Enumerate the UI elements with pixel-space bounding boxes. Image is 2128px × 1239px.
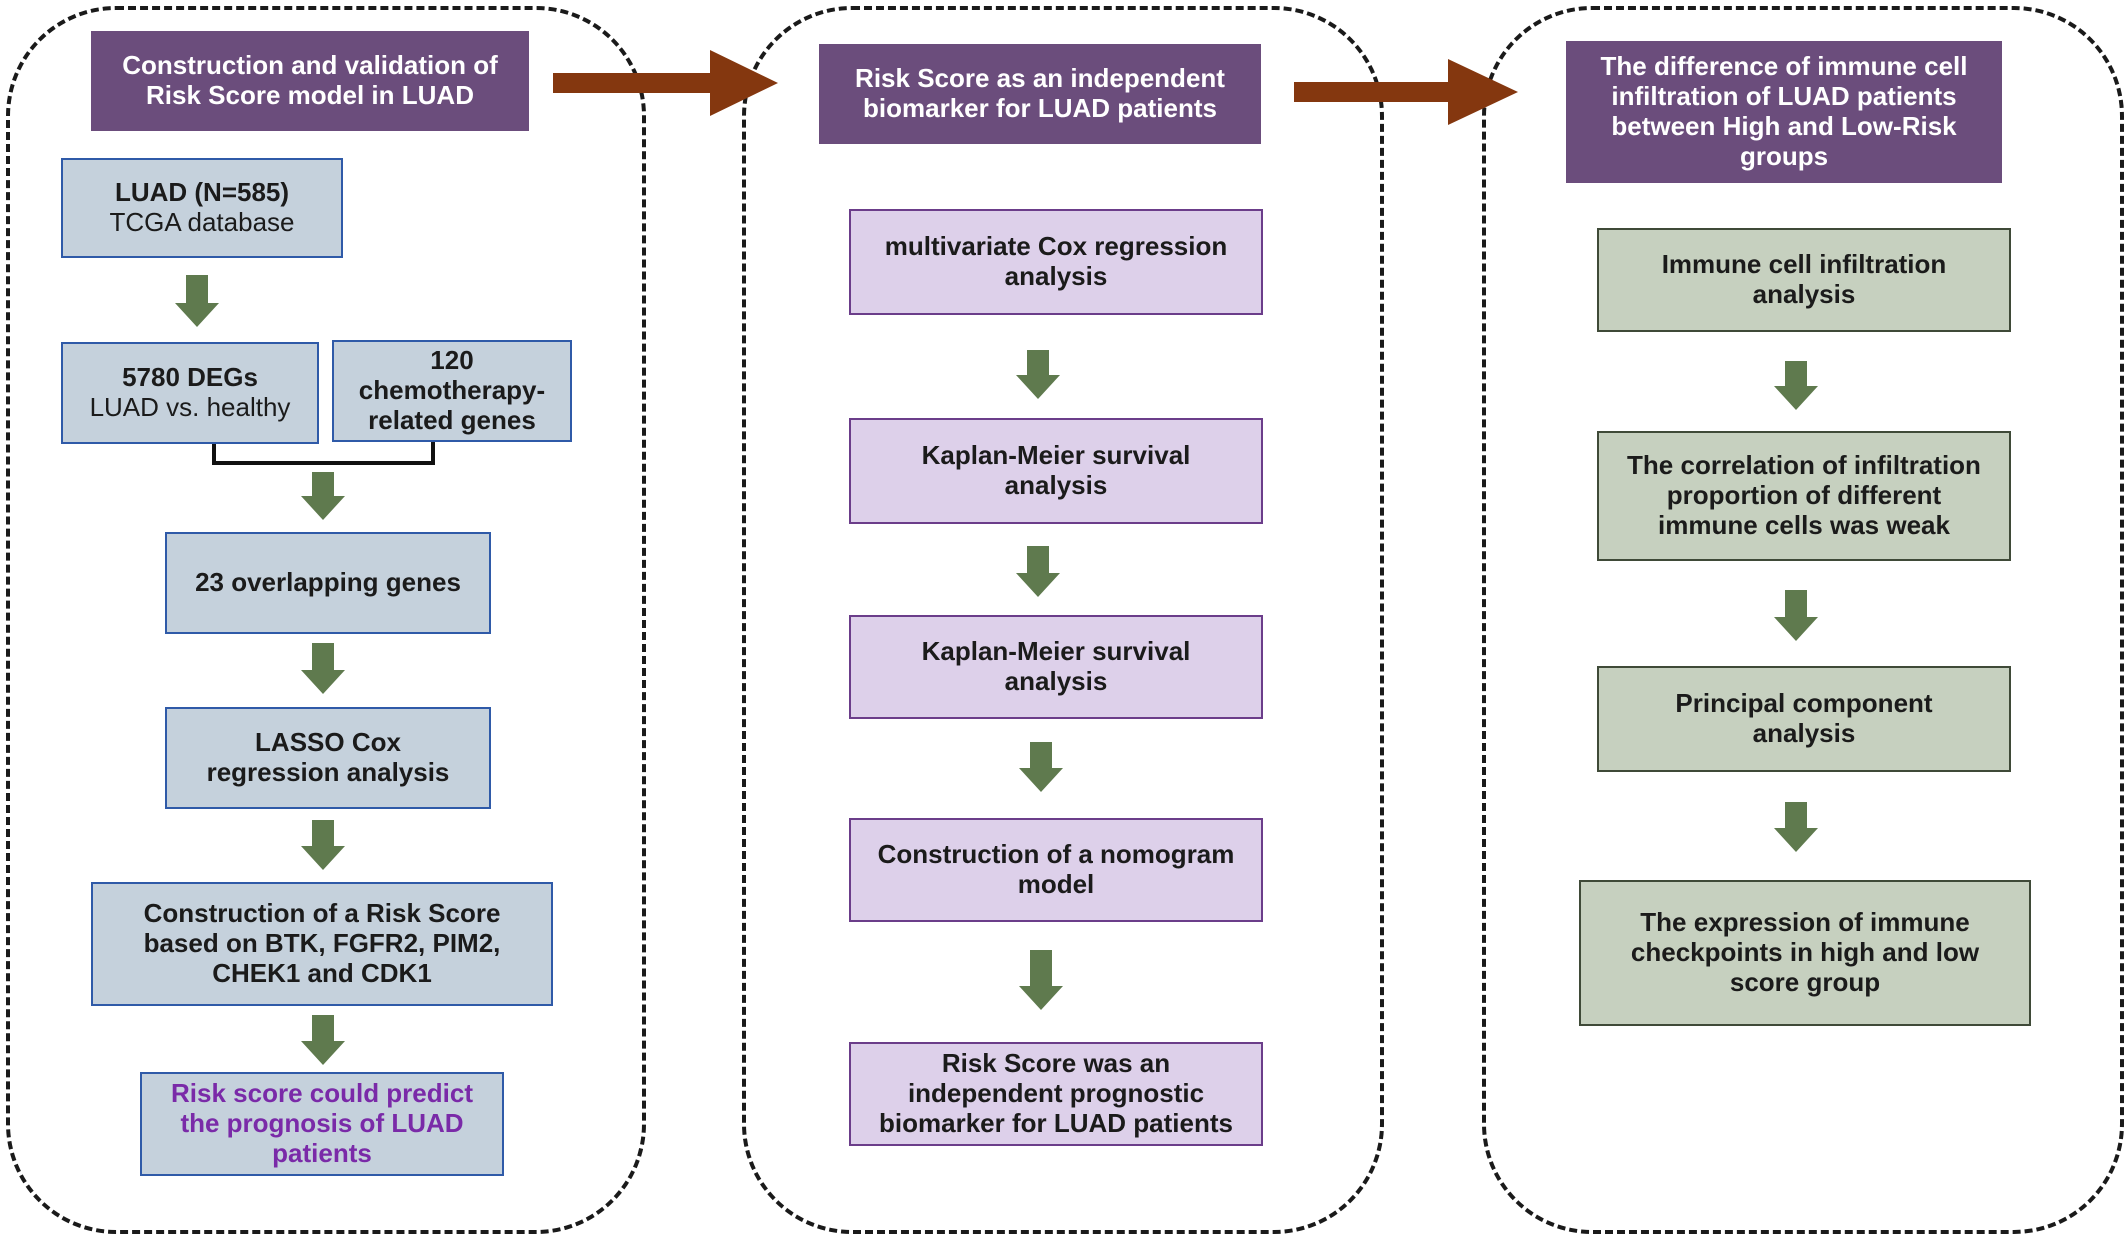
down-arrow-10 [1774,361,1818,410]
degs-title: 5780 DEGs [122,362,258,393]
pca-box: Principal component analysis [1597,666,2011,772]
down-arrow-11 [1774,590,1818,641]
panel-risk-score-model [6,6,646,1234]
down-arrow-5 [301,1015,345,1065]
infiltration-correlation-box: The correlation of infiltration proporti… [1597,431,2011,561]
immune-checkpoints-box: The expression of immune checkpoints in … [1579,880,2031,1026]
risk-score-construction-box: Construction of a Risk Score based on BT… [91,882,553,1006]
panel-immune-infiltration [1482,6,2124,1234]
panel1-header: Construction and validation of Risk Scor… [91,31,529,131]
degs-subtitle: LUAD vs. healthy [89,392,291,422]
down-arrow-8 [1019,742,1063,792]
km-survival-box-1: Kaplan-Meier survival analysis [849,418,1263,524]
risk-score-predict-box: Risk score could predict the prognosis o… [140,1072,504,1176]
right-arrow-2 [1294,59,1518,125]
lasso-box: LASSO Cox regression analysis [165,707,491,809]
nomogram-box: Construction of a nomogram model [849,818,1263,922]
panel-independent-biomarker [742,6,1384,1234]
down-arrow-12 [1774,802,1818,852]
luad-dataset-subtitle: TCGA database [109,207,295,237]
panel2-header: Risk Score as an independent biomarker f… [819,44,1261,144]
panel3-header: The difference of immune cell infiltrati… [1566,41,2002,183]
km-survival-box-2: Kaplan-Meier survival analysis [849,615,1263,719]
cox-regression-box: multivariate Cox regression analysis [849,209,1263,315]
degs-box: 5780 DEGs LUAD vs. healthy [61,342,319,444]
down-arrow-4 [301,820,345,870]
down-arrow-7 [1016,546,1060,597]
down-arrow-1 [175,275,219,327]
right-arrow-1 [553,50,778,116]
immune-infiltration-box: Immune cell infiltration analysis [1597,228,2011,332]
independent-biomarker-box: Risk Score was an independent prognostic… [849,1042,1263,1146]
down-arrow-9 [1019,950,1063,1010]
luad-dataset-title: LUAD (N=585) [114,177,290,208]
down-arrow-2 [301,472,345,520]
down-arrow-3 [301,643,345,694]
luad-dataset-box: LUAD (N=585) TCGA database [61,158,343,258]
overlapping-genes-box: 23 overlapping genes [165,532,491,634]
down-arrow-6 [1016,350,1060,399]
bracket-connector [212,440,435,465]
chemo-genes-box: 120 chemotherapy- related genes [332,340,572,442]
